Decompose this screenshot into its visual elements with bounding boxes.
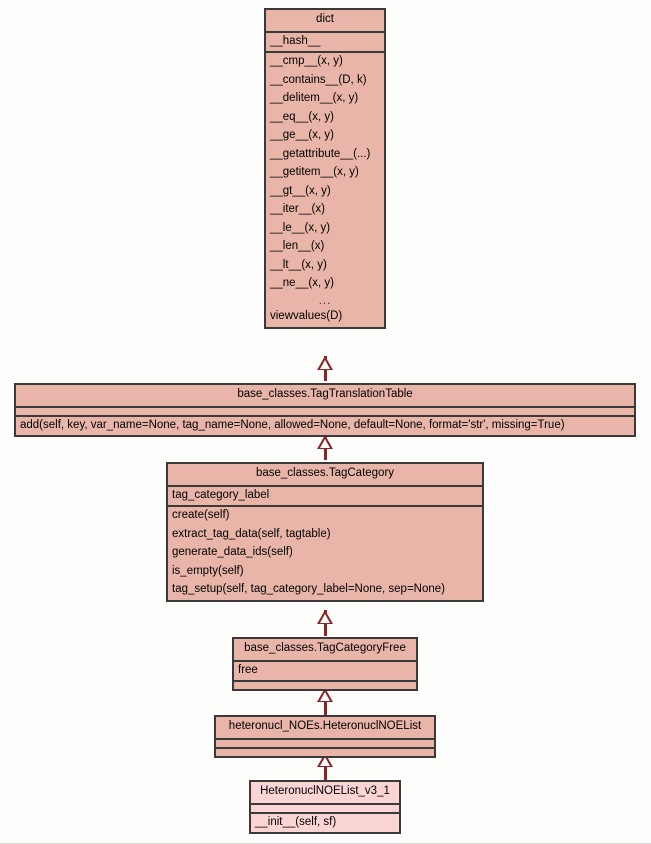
class-box-tagtranslationtable[interactable]: base_classes.TagTranslationTable add(sel… (14, 383, 636, 437)
class-title-tagtranslationtable: base_classes.TagTranslationTable (16, 385, 634, 408)
class-method: __getitem__(x, y) (270, 166, 359, 178)
class-attribute: tag_category_label (172, 488, 270, 501)
class-method: __iter__(x) (270, 203, 325, 215)
class-title-tagcategory: base_classes.TagCategory (168, 464, 482, 487)
class-method: __ge__(x, y) (270, 129, 334, 141)
class-methods-tagcategoryfree (234, 682, 416, 689)
class-attributes-heteronuclnoelist-v3-1 (251, 805, 399, 814)
class-method: __le__(x, y) (270, 221, 331, 234)
class-attributes-dict: __hash__ (266, 33, 384, 53)
class-method: __cmp__(x, y) (270, 55, 343, 67)
class-box-heteronuclnoelist-v3-1[interactable]: HeteronuclNOEList_v3_1 __init__(self, sf… (249, 780, 401, 834)
class-methods-heteronuclnoelist (216, 749, 434, 756)
class-method: extract_tag_data(self, tagtable) (172, 527, 331, 540)
class-attribute: __hash__ (270, 34, 321, 47)
class-box-dict[interactable]: dict __hash__ __cmp__(x, y) __contains__… (264, 8, 386, 329)
class-attributes-tagtranslationtable (16, 408, 634, 417)
class-title-tagcategoryfree: base_classes.TagCategoryFree (234, 639, 416, 662)
class-methods-heteronuclnoelist-v3-1: __init__(self, sf) (251, 814, 399, 833)
class-method: __getattribute__(...) (270, 147, 371, 160)
class-title-heteronuclnoelist: heteronucl_NOEs.HeteronuclNOEList (216, 717, 434, 740)
class-method: generate_data_ids(self) (172, 546, 293, 558)
class-method: __contains__(D, k) (270, 73, 367, 86)
class-attributes-tagcategory: tag_category_label (168, 487, 482, 507)
class-methods-tagtranslationtable: add(self, key, var_name=None, tag_name=N… (16, 417, 634, 436)
class-method: __len__(x) (270, 240, 325, 252)
class-box-tagcategoryfree[interactable]: base_classes.TagCategoryFree free (232, 637, 418, 691)
class-methods-dict: __cmp__(x, y) __contains__(D, k) __delit… (266, 53, 384, 327)
class-attributes-tagcategoryfree: free (234, 662, 416, 682)
class-method: is_empty(self) (172, 564, 244, 577)
class-method: __ne__(x, y) (270, 277, 334, 289)
class-method: __lt__(x, y) (270, 258, 327, 271)
class-method: __init__(self, sf) (255, 815, 337, 828)
class-method: tag_setup(self, tag_category_label=None,… (172, 583, 445, 595)
class-title-dict: dict (266, 10, 384, 33)
class-methods-tagcategory: create(self) extract_tag_data(self, tagt… (168, 507, 482, 600)
class-method: __eq__(x, y) (270, 110, 334, 123)
class-title-heteronuclnoelist-v3-1: HeteronuclNOEList_v3_1 (251, 782, 399, 805)
class-method: __delitem__(x, y) (270, 92, 359, 104)
class-method: create(self) (172, 509, 230, 521)
class-method: viewvalues(D) (270, 310, 343, 322)
class-box-heteronuclnoelist[interactable]: heteronucl_NOEs.HeteronuclNOEList (214, 715, 436, 758)
class-method-ellipsis: ... (318, 294, 332, 307)
class-attributes-heteronuclnoelist (216, 740, 434, 749)
class-box-tagcategory[interactable]: base_classes.TagCategory tag_category_la… (166, 462, 484, 602)
class-method: add(self, key, var_name=None, tag_name=N… (20, 418, 565, 431)
class-attribute: free (238, 663, 258, 676)
class-method: __gt__(x, y) (270, 184, 331, 197)
